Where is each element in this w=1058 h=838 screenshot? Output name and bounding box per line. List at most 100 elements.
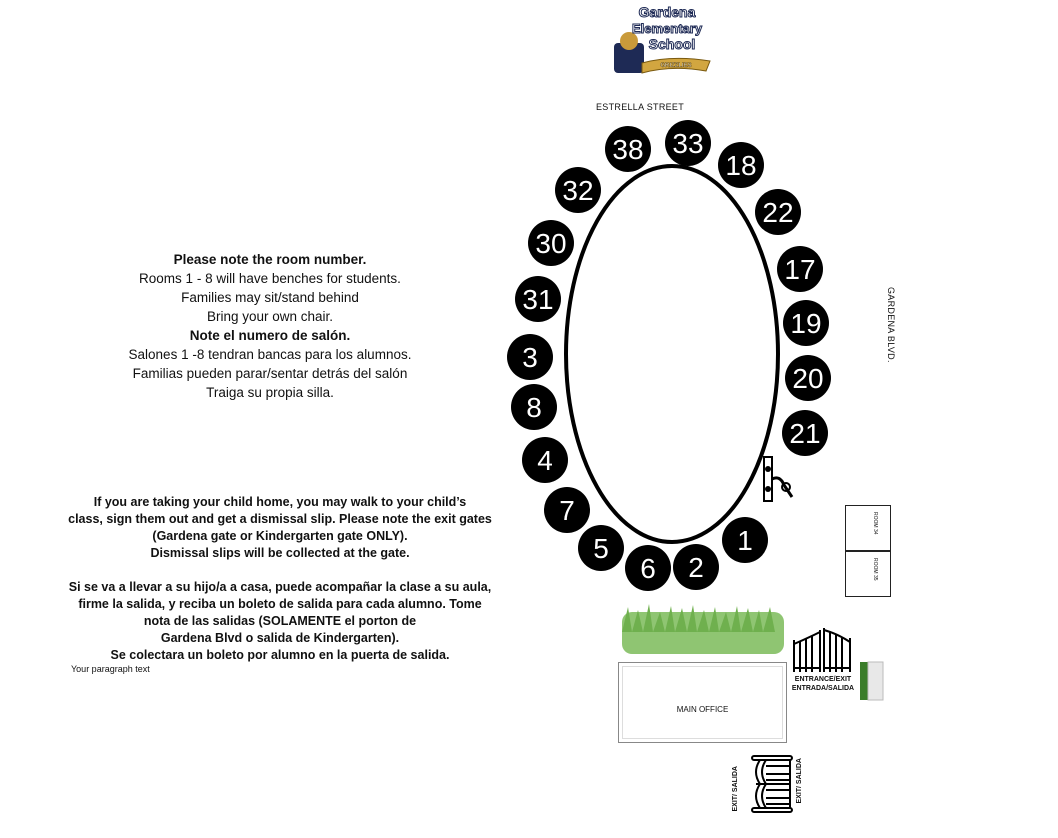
svg-text:Elementary: Elementary [632,21,703,36]
gardena-blvd-label: GARDENA BLVD. [886,287,896,363]
entrance-gate-label: ENTRANCE/EXIT ENTRADA/SALIDA [780,675,866,693]
grass-patch [622,604,784,654]
room-number: 18 [725,150,756,181]
room-marker-circle [522,437,568,483]
room-number: 17 [784,254,815,285]
room-number: 22 [762,197,793,228]
room-marker-circle [555,167,601,213]
room-number: 30 [535,228,566,259]
exit-gate-icon [751,755,793,813]
room-marker-4: 4 [522,437,568,483]
dismissal-line: firme la salida, y reciba un boleto de s… [78,597,482,611]
room-number: 31 [522,284,553,315]
room-number: 32 [562,175,593,206]
room-marker-circle [625,545,671,591]
svg-text:GRIZZLIES: GRIZZLIES [660,63,691,69]
notes-heading-en: Please note the room number. [173,252,367,267]
notes-line: Familias pueden parar/sentar detrás del … [132,366,408,381]
room-number: 7 [559,495,575,526]
room-number: 21 [789,418,820,449]
dismissal-line: class, sign them out and get a dismissal… [68,512,492,526]
room-number: 20 [792,363,823,394]
notes-line: Bring your own chair. [206,309,334,324]
dismissal-line: Si se va a llevar a su hijo/a a casa, pu… [68,580,492,594]
gate-icon [763,456,794,502]
room-marker-7: 7 [544,487,590,533]
room-marker-8: 8 [511,384,557,430]
room-marker-3: 3 [507,334,553,380]
room-marker-circle [665,120,711,166]
room-marker-circle [544,487,590,533]
svg-text:Gardena: Gardena [639,4,696,20]
room-number: 1 [737,525,753,556]
room-number: 2 [688,552,704,583]
room-number: 19 [790,308,821,339]
room-marker-circle [785,355,831,401]
main-office-building: MAIN OFFICE [618,662,787,743]
dismissal-instructions: If you are taking your child home, you m… [60,494,500,664]
room-marker-circle [782,410,828,456]
room-number: 5 [593,533,609,564]
room-marker-19: 19 [783,300,829,346]
paragraph-placeholder: Your paragraph text [71,664,150,674]
room-number: 8 [526,392,542,423]
notes-heading-es: Note el numero de salón. [189,328,351,343]
svg-text:School: School [649,36,696,52]
dismissal-line: (Gardena gate or Kindergarten gate ONLY)… [152,529,408,543]
room-marker-6: 6 [625,545,671,591]
room-marker-circle [722,517,768,563]
room-marker-33: 33 [665,120,711,166]
room-marker-circle [783,300,829,346]
entrance-gate-icon [793,628,851,672]
room-marker-5: 5 [578,525,624,571]
dismissal-line: Se colectara un boleto por alumno en la … [110,648,450,662]
room-marker-2: 2 [673,544,719,590]
dismissal-line: Dismissal slips will be collected at the… [150,546,410,560]
notes-line: Families may sit/stand behind [181,290,359,305]
school-logo: Gardena Elementary School GRIZZLIES [614,4,711,74]
dismissal-line: Gardena Blvd o salida de Kindergarten). [160,631,400,645]
room-number: 3 [522,342,538,373]
grizzly-mascot-icon [614,43,644,73]
exit-label-left: EXIT/ SALIDA [732,766,739,812]
room-marker-21: 21 [782,410,828,456]
room-marker-18: 18 [718,142,764,188]
room-marker-38: 38 [605,126,651,172]
room-marker-circle [755,189,801,235]
notes-line: Traiga su propia silla. [206,385,334,400]
notes-line: Salones 1 -8 tendran bancas para los alu… [128,347,412,362]
room-marker-circle [673,544,719,590]
exit-label-right: EXIT/ SALIDA [796,758,803,804]
room-marker-circle [777,246,823,292]
room-marker-circle [528,220,574,266]
notes-line: Rooms 1 - 8 will have benches for studen… [139,271,401,286]
room-number: 4 [537,445,553,476]
room-number: 33 [672,128,703,159]
entrance-label-en: ENTRANCE/EXIT [794,676,852,683]
room-marker-circle [507,334,553,380]
main-office-label: MAIN OFFICE [676,705,729,714]
room-marker-30: 30 [528,220,574,266]
entrance-label-es: ENTRADA/SALIDA [791,685,855,692]
room-34-building: ROOM 34 [845,505,891,551]
dismissal-line: nota de las salidas (SOLAMENTE el porton… [143,614,417,628]
room-marker-circle [718,142,764,188]
room-marker-22: 22 [755,189,801,235]
room-marker-31: 31 [515,276,561,322]
room-marker-32: 32 [555,167,601,213]
seating-notes: Please note the room number. Rooms 1 - 8… [100,250,440,402]
room-35-label: ROOM 35 [872,558,878,581]
room-marker-circle [578,525,624,571]
room-number: 38 [612,134,643,165]
hedge-icon [860,661,884,701]
room-marker-circle [605,126,651,172]
room-marker-17: 17 [777,246,823,292]
room-marker-20: 20 [785,355,831,401]
room-35-building: ROOM 35 [845,551,891,597]
room-marker-circle [511,384,557,430]
track-oval [564,164,780,544]
dismissal-line: If you are taking your child home, you m… [93,495,467,509]
room-number: 6 [640,553,656,584]
